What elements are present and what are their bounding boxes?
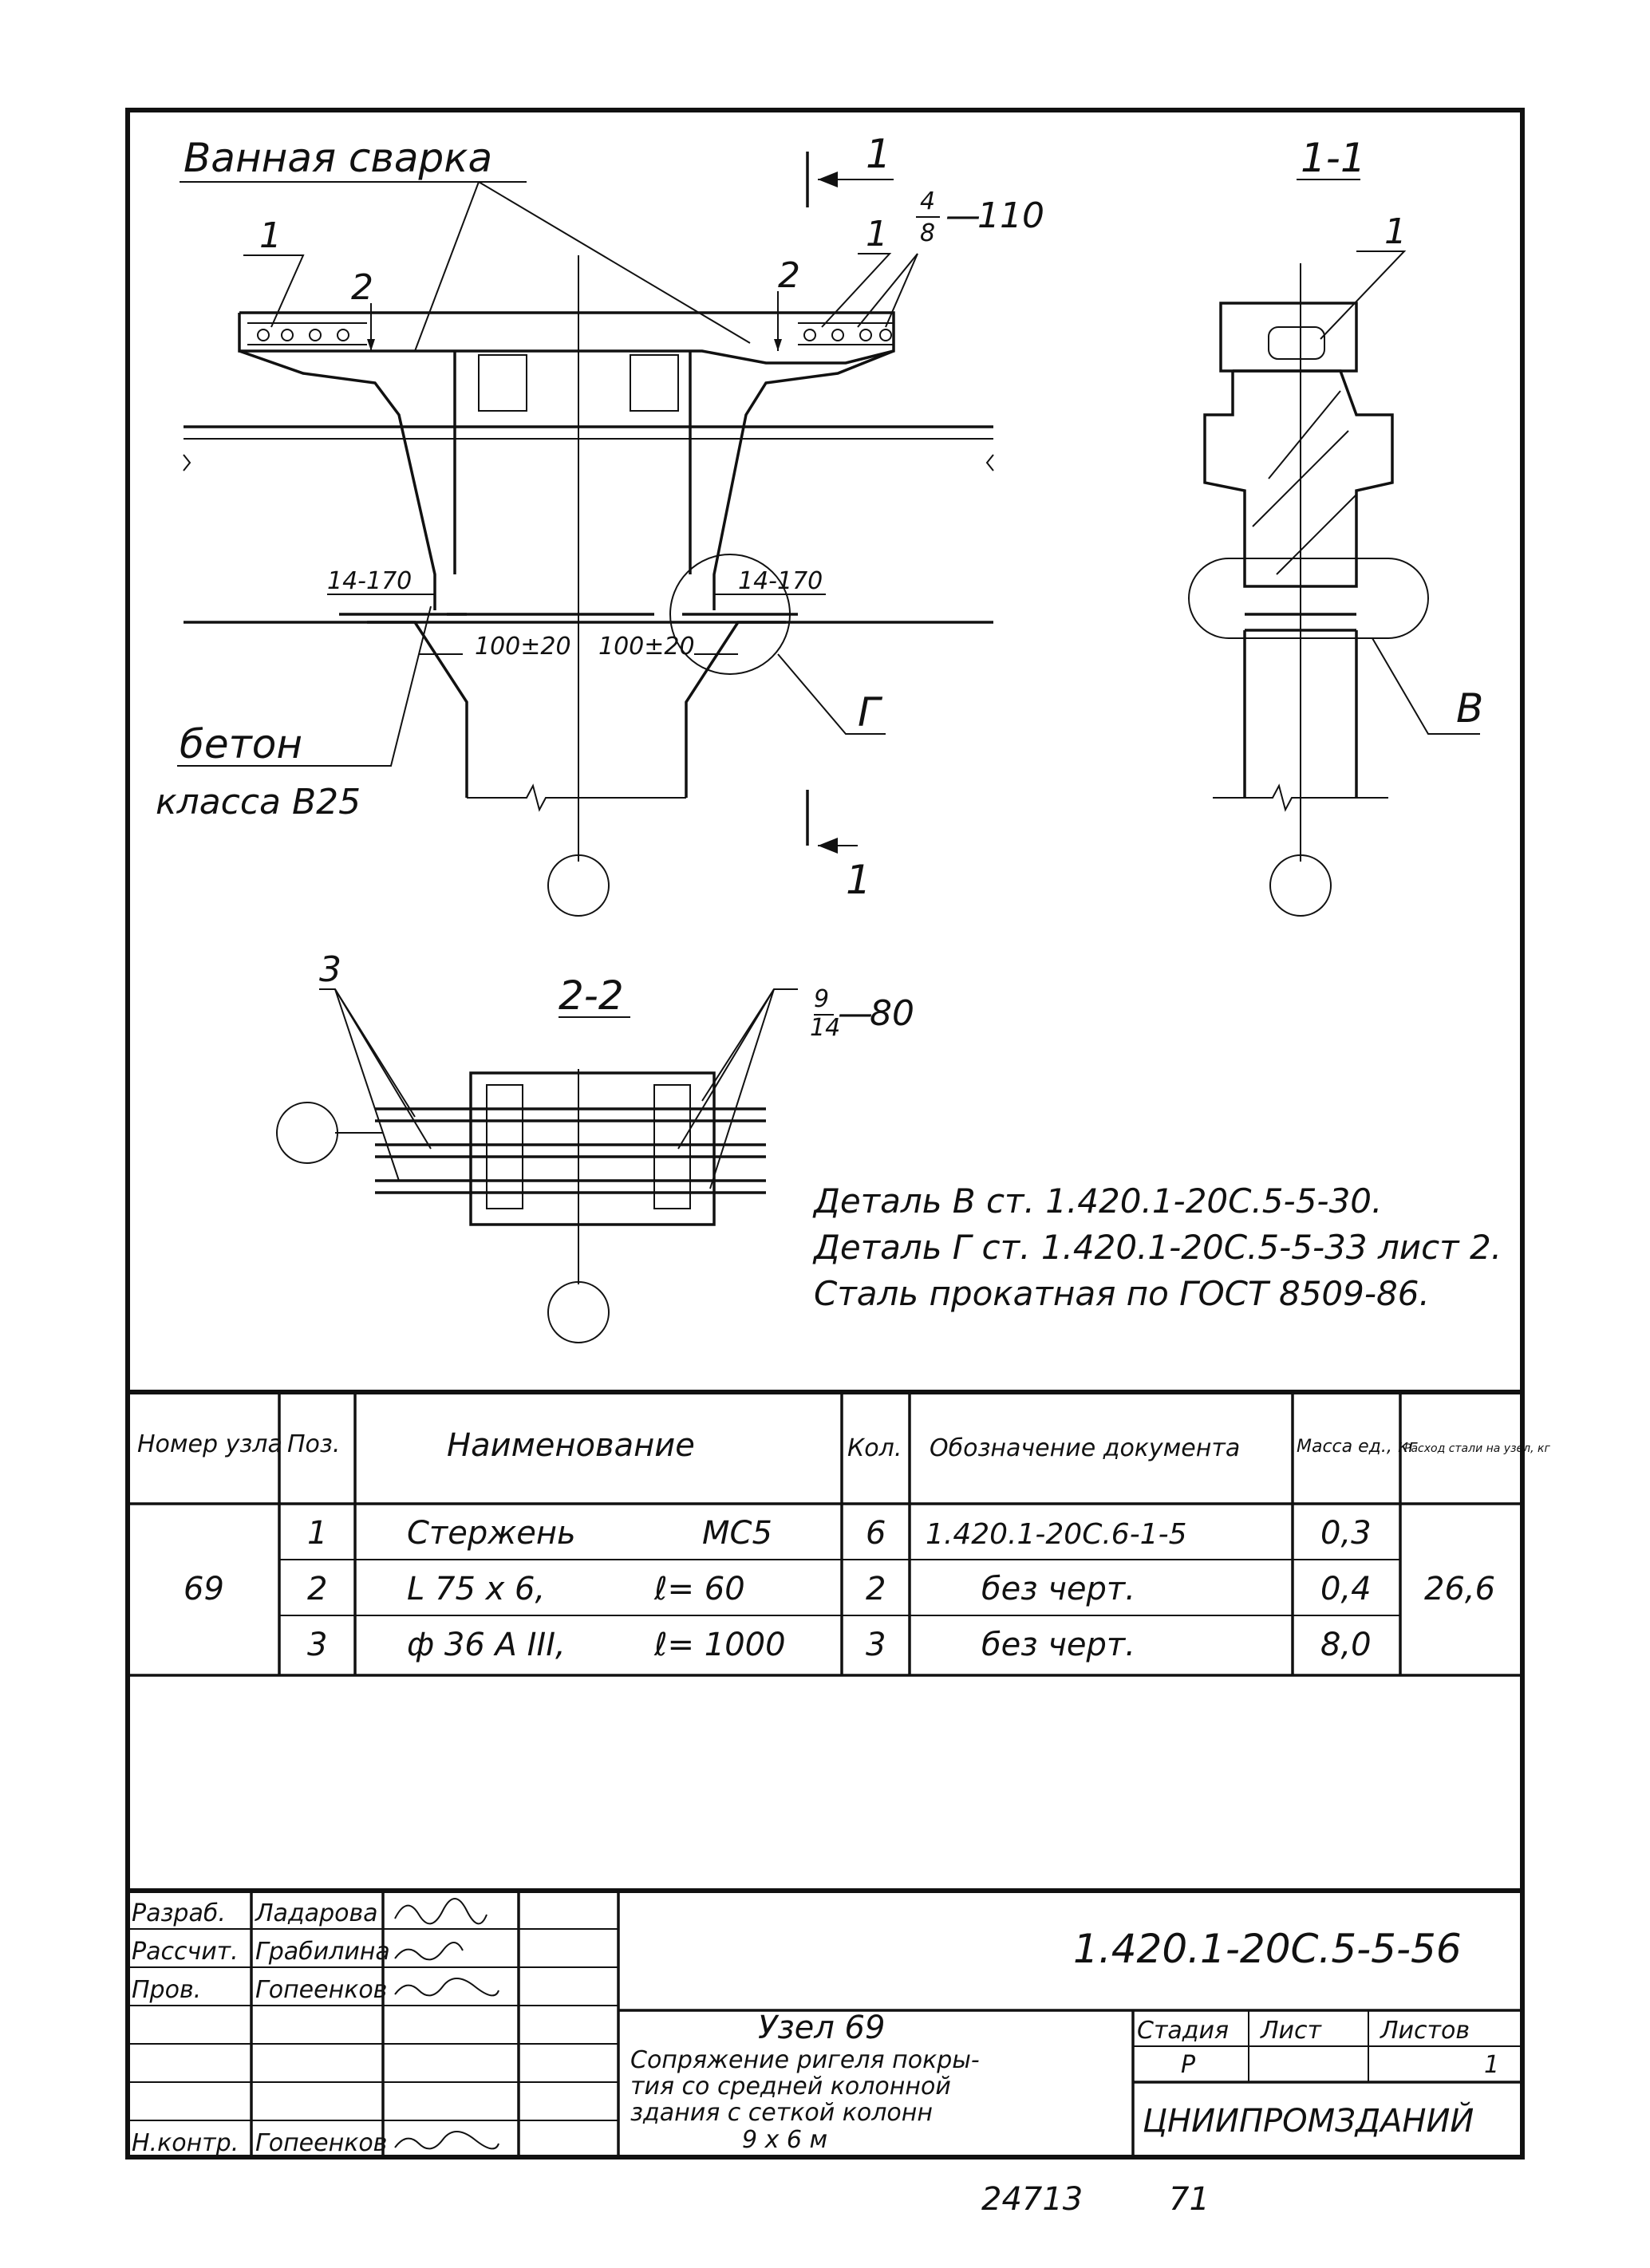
dim-100-20-right: 100±20 (598, 633, 695, 661)
weld-4-8-len: 110 (977, 195, 1044, 236)
row-3-doc: без черт. (981, 1627, 1135, 1663)
detail-g-label: Г (858, 689, 883, 736)
row-2-doc: без черт. (981, 1571, 1135, 1607)
main-elevation (177, 152, 994, 917)
sheets-value: 1 (1484, 2051, 1499, 2079)
page-number: 71 (1169, 2181, 1210, 2218)
row-3-pos: 3 (307, 1627, 327, 1663)
role-1: Разраб. (132, 1899, 226, 1927)
role-7: Н.контр. (132, 2129, 239, 2157)
row-1-name: Стержень (407, 1515, 576, 1552)
stage-value: Р (1181, 2051, 1196, 2079)
sheet-label: Лист (1260, 2017, 1323, 2045)
section-2-2 (276, 988, 834, 1343)
role-2: Рассчит. (132, 1938, 239, 1966)
row-1-mass: 0,3 (1320, 1515, 1372, 1552)
row-2-pos: 2 (307, 1571, 327, 1607)
section-2-2-title: 2-2 (559, 972, 624, 1019)
note-2: Деталь Г ст. 1.420.1-20С.5-5-33 лист 2. (812, 1228, 1502, 1267)
section-1-1-title: 1-1 (1301, 135, 1366, 181)
weld-4-8-den: 8 (920, 219, 935, 247)
callout-2-right: 2 (778, 255, 800, 296)
title-line-2: Сопряжение ригеля покры- (630, 2046, 980, 2074)
row-3-qty: 3 (866, 1627, 886, 1663)
row-2-param: ℓ= 60 (653, 1571, 745, 1607)
row-3-mass: 8,0 (1320, 1627, 1372, 1663)
doc-code: 1.420.1-20С.5-5-56 (1073, 1926, 1462, 1972)
signature-2 (394, 1942, 464, 1961)
weld-9-14-num: 9 (814, 985, 829, 1013)
spec-table-grid (128, 1390, 1522, 1677)
header-steel: Расход стали на узел, кг (1404, 1442, 1550, 1455)
stage-label: Стадия (1137, 2017, 1229, 2045)
weld-4-8-dash: — (945, 195, 981, 236)
org-name: ЦНИИПРОМЗДАНИЙ (1143, 2101, 1474, 2140)
row-3-param: ℓ= 1000 (653, 1627, 786, 1663)
weld-4-8-num: 4 (920, 187, 935, 215)
row-2-mass: 0,4 (1320, 1571, 1372, 1607)
callout-1-left: 1 (259, 215, 282, 256)
title-line-1: Узел 69 (758, 2010, 885, 2046)
header-mass: Масса ед., кг (1297, 1437, 1418, 1457)
detail-v-label: В (1456, 685, 1483, 732)
row-1-doc: 1.420.1-20С.6-1-5 (926, 1518, 1186, 1551)
row-1-pos: 1 (307, 1515, 327, 1552)
role-2-name: Грабилина (255, 1938, 390, 1966)
weld-9-14-dash: — (838, 993, 873, 1034)
title-line-4: здания с сеткой колонн (630, 2099, 933, 2127)
callout-2-left: 2 (351, 267, 373, 308)
title-line-3: тия со средней колонной (630, 2073, 951, 2100)
header-doc: Обозначение документа (930, 1434, 1240, 1462)
role-7-name: Гопеенков (255, 2129, 387, 2157)
section-1-1 (1188, 179, 1480, 917)
sheets-label: Листов (1380, 2017, 1470, 2045)
row-2-name: L 75 x 6, (407, 1571, 545, 1607)
sheet-frame (125, 108, 1525, 2160)
cut-mark-top: 1 (866, 131, 891, 177)
row-1-qty: 6 (866, 1515, 886, 1552)
role-3: Пров. (132, 1976, 201, 2004)
row-3-name: ф 36 А III, (407, 1627, 566, 1663)
row-1-param: МС5 (702, 1515, 772, 1552)
title-line-5: 9 х 6 м (742, 2126, 827, 2154)
inventory-number: 24713 (981, 2181, 1083, 2218)
signature-1 (394, 1898, 488, 1925)
dim-14-170-left: 14-170 (327, 567, 412, 595)
note-3: Сталь прокатная по ГОСТ 8509-86. (814, 1274, 1430, 1313)
concrete-label-1: бетон (180, 721, 302, 767)
header-node: Номер узла (137, 1430, 282, 1458)
role-1-name: Ладарова (255, 1899, 378, 1927)
title-block-grid (128, 1888, 1522, 2157)
concrete-label-2: класса В25 (156, 782, 361, 822)
callout-3-label: 3 (319, 949, 341, 990)
header-pos: Поз. (287, 1430, 340, 1458)
signature-3 (394, 1978, 499, 1997)
row-2-qty: 2 (866, 1571, 886, 1607)
callout-1-section: 1 (1384, 211, 1407, 252)
weld-9-14-den: 14 (810, 1014, 840, 1042)
steel-total: 26,6 (1424, 1571, 1495, 1607)
signature-7 (394, 2131, 499, 2150)
weld-9-14-len: 80 (870, 993, 914, 1034)
note-1: Деталь В ст. 1.420.1-20С.5-5-30. (812, 1181, 1382, 1221)
dim-14-170-right: 14-170 (738, 567, 823, 595)
dim-100-20-left: 100±20 (475, 633, 571, 661)
node-number: 69 (184, 1571, 224, 1607)
callout-1-right: 1 (866, 214, 888, 254)
header-qty: Кол. (847, 1434, 902, 1462)
bath-welding-label: Ванная сварка (184, 135, 492, 181)
role-3-name: Гопеенков (255, 1976, 387, 2004)
cut-mark-bottom: 1 (846, 857, 871, 903)
header-name: Наименование (447, 1427, 695, 1464)
